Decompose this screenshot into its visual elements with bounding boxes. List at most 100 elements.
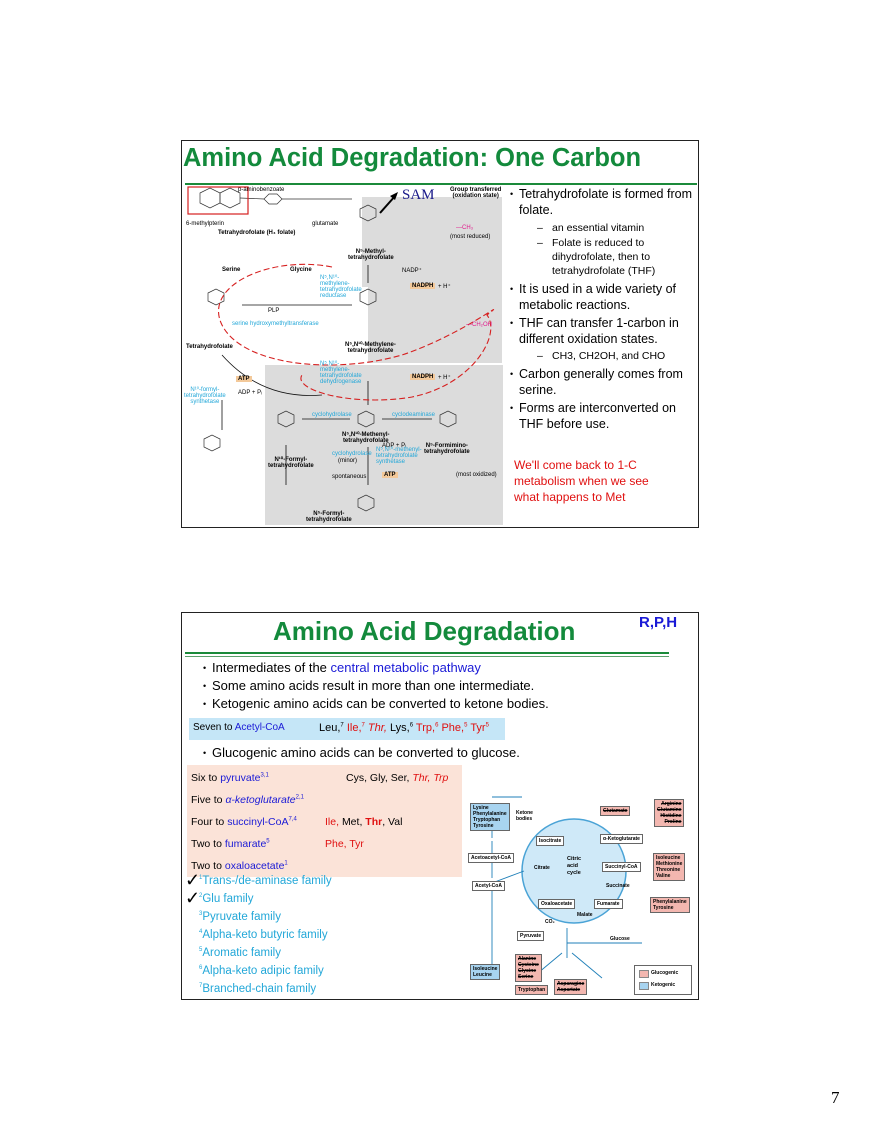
label-ch2oh: —CH₂OH: [466, 322, 492, 328]
pw-fumarate: Fumarate: [594, 899, 623, 909]
pw-acetoacetyl: Acetoacetyl-CoA: [468, 853, 515, 863]
label-adp-2: ADP + Pᵢ: [382, 443, 407, 449]
sam-label: SAM: [402, 187, 435, 203]
s2-bullet-3: •Ketogenic amino acids can be converted …: [203, 696, 549, 711]
panel-methyl: [362, 197, 502, 287]
title-rule-2: [185, 652, 669, 654]
gluco-row-3: Four to succinyl-CoA7,4: [191, 816, 297, 828]
s2-bullet-1: •Intermediates of the central metabolic …: [203, 660, 481, 675]
title-rule: [185, 183, 697, 185]
gluco-row-1: Six to pyruvate3,1: [191, 772, 269, 784]
keto-aas: Leu,7 Ile,7 Thr, Lys,6 Trp,6 Phe,5 Tyr5: [319, 722, 489, 734]
label-reductase: N⁵,N¹⁰-methylene-tetrahydrofolate reduct…: [320, 275, 362, 299]
s1-sub-1: –an essential vitamin: [537, 222, 645, 234]
pw-acetyl: Acetyl-CoA: [472, 881, 505, 891]
legend-ketogenic: Ketogenic: [651, 982, 676, 988]
pw-glucose: Glucose: [610, 936, 630, 942]
gluco-row-1-aas: Cys, Gly, Ser, Thr, Trp: [346, 772, 449, 784]
label-ch3: —CH₃: [456, 225, 474, 231]
s1-bullet-4: •Carbon generally comes from serine.: [510, 367, 683, 397]
label-thf-top: Tetrahydrofolate (H₄ folate): [218, 230, 296, 236]
label-adp: ADP + Pᵢ: [238, 390, 263, 396]
pw-isocitrate: Isocitrate: [536, 836, 565, 846]
label-minor: (minor): [338, 458, 357, 464]
s1-sub-2: –Folate is reduced to dihydrofolate, the…: [537, 237, 656, 277]
label-nadph-2: NADPH: [410, 374, 436, 380]
s1-sub-3: –CH3, CH2OH, and CHO: [537, 350, 666, 362]
label-methylpterin: 6-methylpterin: [186, 221, 225, 227]
title-rule-2b: [185, 656, 669, 657]
label-methenyl-thf: N⁵,N¹⁰-Methenyl-tetrahydrofolate: [342, 432, 390, 444]
legend-glucogenic: Glucogenic: [651, 970, 679, 976]
slide-degradation: Amino Acid Degradation R,P,H •Intermedia…: [181, 612, 699, 1000]
gluco-row-2: Five to α-ketoglutarate2,1: [191, 794, 304, 806]
family-1: 1Trans-/de-aminase family: [199, 875, 332, 887]
pw-legend: Glucogenic Ketogenic: [634, 965, 692, 995]
gluco-row-4-aas: Phe, Tyr: [325, 838, 364, 850]
label-glutamate: glutamate: [312, 221, 339, 227]
label-atp-1: ATP: [236, 376, 252, 382]
slide-one-carbon: Amino Acid Degradation: One Carbon: [181, 140, 699, 528]
family-4: 4Alpha-keto butyric family: [199, 929, 328, 941]
label-methenyl-synth: N⁵,N¹⁰-methenyl-tetrahydrofolate synthet…: [376, 447, 422, 465]
s1-bullet-1: •Tetrahydrofolate is formed from folate.: [510, 187, 692, 217]
pw-oaa: Oxaloacetate: [538, 899, 576, 909]
pw-succinyl: Succinyl-CoA: [602, 862, 641, 872]
label-serine: Serine: [222, 267, 241, 273]
gluco-row-5: Two to oxaloacetate1: [191, 860, 288, 872]
label-plp: PLP: [268, 308, 280, 314]
check-icon-1: ✓: [185, 870, 201, 890]
slide1-title: Amino Acid Degradation: One Carbon: [183, 144, 642, 172]
thf-diagram: [187, 186, 494, 512]
panel-methylene: [368, 281, 502, 363]
glucogenic-box: [187, 765, 462, 877]
label-nadp: NADP⁺: [402, 268, 422, 274]
label-n10-formyl: N¹⁰-Formyl-tetrahydrofolate: [268, 457, 314, 469]
family-5: 5Aromatic family: [199, 947, 281, 959]
pw-pyruvate: Pyruvate: [517, 931, 545, 941]
gluco-row-3-aas: Ile, Met, Thr, Val: [325, 816, 403, 828]
pw-akg: α-Ketoglutarate: [600, 834, 643, 844]
label-glycine: Glycine: [290, 267, 312, 273]
label-shmt: serine hydroxymethyltransferase: [232, 321, 319, 327]
s2-bullet-4: •Glucogenic amino acids can be converted…: [203, 745, 520, 760]
label-plus-h-2: + H⁺: [438, 375, 451, 381]
legend-swatch-ketogenic: [639, 982, 649, 990]
label-cyclohydrolase-2: cyclohydrolase: [332, 451, 372, 457]
gluco-row-4: Two to fumarate5: [191, 838, 270, 850]
label-cyclodeaminase: cyclodeaminase: [392, 412, 436, 418]
label-plus-h-1: + H⁺: [438, 284, 451, 290]
label-nadph-1: NADPH: [410, 283, 436, 289]
s1-bullet-2: •It is used in a wide variety of metabol…: [510, 282, 677, 312]
panel-formyl: [265, 365, 503, 525]
label-formimino-thf: N⁵-Formimino-tetrahydrofolate: [424, 443, 470, 455]
ketogenic-box: Seven to Acetyl-CoA Leu,7 Ile,7 Thr, Lys…: [189, 718, 505, 740]
label-methyl-thf: N⁵-Methyl-tetrahydrofolate: [348, 249, 394, 261]
keto-label: Seven to Acetyl-CoA: [193, 722, 285, 733]
pw-succinate: Succinate: [606, 883, 630, 889]
page-number: 7: [831, 1088, 840, 1107]
s1-bullet-3: •THF can transfer 1-carbon in different …: [510, 316, 679, 346]
family-2: 2Glu family: [199, 893, 254, 905]
family-7: 7Branched-chain family: [199, 983, 317, 995]
label-dehydrogenase: N⁵,N¹⁰-methylene-tetrahydrofolate dehydr…: [320, 361, 362, 385]
label-spontaneous: spontaneous: [332, 474, 367, 480]
slide2-title: Amino Acid Degradation: [273, 616, 576, 646]
corner-label: R,P,H: [639, 614, 678, 631]
group-header: Group transferred(oxidation state): [450, 187, 502, 199]
s1-bullet-5: •Forms are interconverted on THF before …: [510, 401, 677, 431]
check-icon-2: ✓: [185, 888, 201, 908]
label-paba: p-aminobenzoate: [238, 187, 285, 193]
pw-citrate: Citrate: [534, 865, 550, 871]
label-cyclohydrolase: cyclohydrolase: [312, 412, 352, 418]
